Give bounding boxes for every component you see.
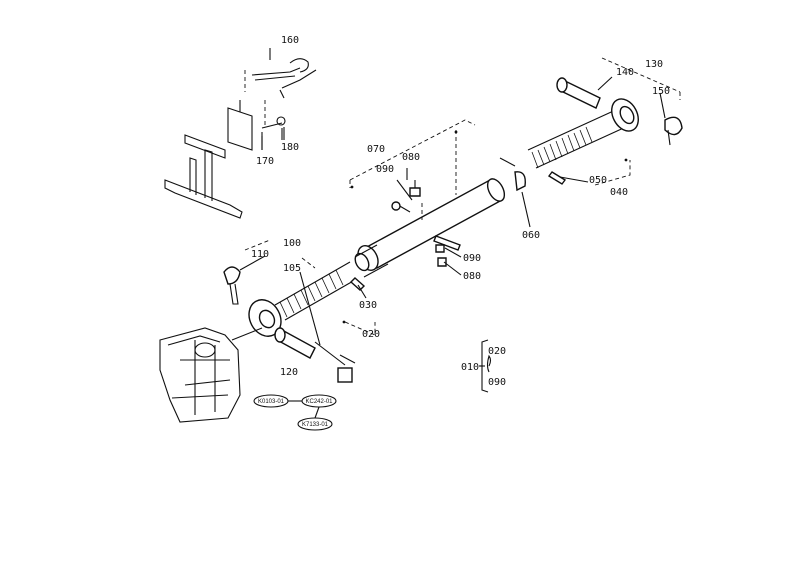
part-label-030: 030 xyxy=(359,300,377,311)
part-label-050: 050 xyxy=(589,175,607,186)
part-labels: 160 170 180 070 080 090 130 140 150 050 … xyxy=(251,35,670,388)
model-code-2: KC242-01 xyxy=(305,399,333,405)
part-label-090-bottom: 090 xyxy=(463,253,481,264)
bracket-assembly xyxy=(164,58,317,241)
kit-label-090: 090 xyxy=(488,377,506,388)
part-label-180: 180 xyxy=(281,142,299,153)
part-label-100: 100 xyxy=(283,238,301,249)
leader-lines xyxy=(239,48,666,367)
part-label-080-bottom: 080 xyxy=(463,271,481,282)
kit-label-020: 020 xyxy=(488,346,506,357)
top-link-bracket xyxy=(159,327,263,423)
part-label-020: 020 xyxy=(362,329,380,340)
group-brackets xyxy=(244,57,681,393)
kit-label-010: 010 xyxy=(461,362,479,373)
turnbuckle-tube xyxy=(354,178,506,278)
part-label-170: 170 xyxy=(256,156,274,167)
part-label-110: 110 xyxy=(251,249,269,260)
part-label-090-top: 090 xyxy=(376,164,394,175)
part-label-150: 150 xyxy=(652,86,670,97)
model-code-1: K0103-01 xyxy=(258,399,285,405)
part-label-080-top: 080 xyxy=(402,152,420,163)
part-label-140: 140 xyxy=(616,67,634,78)
fasteners xyxy=(391,180,461,267)
part-label-120: 120 xyxy=(280,367,298,378)
part-label-130: 130 xyxy=(645,59,663,70)
model-code-3: K7133-01 xyxy=(302,422,329,428)
part-label-060: 060 xyxy=(522,230,540,241)
right-threaded-rod xyxy=(499,77,683,192)
part-label-070: 070 xyxy=(367,144,385,155)
left-threaded-rod xyxy=(223,261,366,383)
model-code-ovals: K0103-01 KC242-01 K7133-01 xyxy=(253,394,337,431)
part-label-105: 105 xyxy=(283,263,301,274)
part-label-160: 160 xyxy=(281,35,299,46)
part-label-040: 040 xyxy=(610,187,628,198)
